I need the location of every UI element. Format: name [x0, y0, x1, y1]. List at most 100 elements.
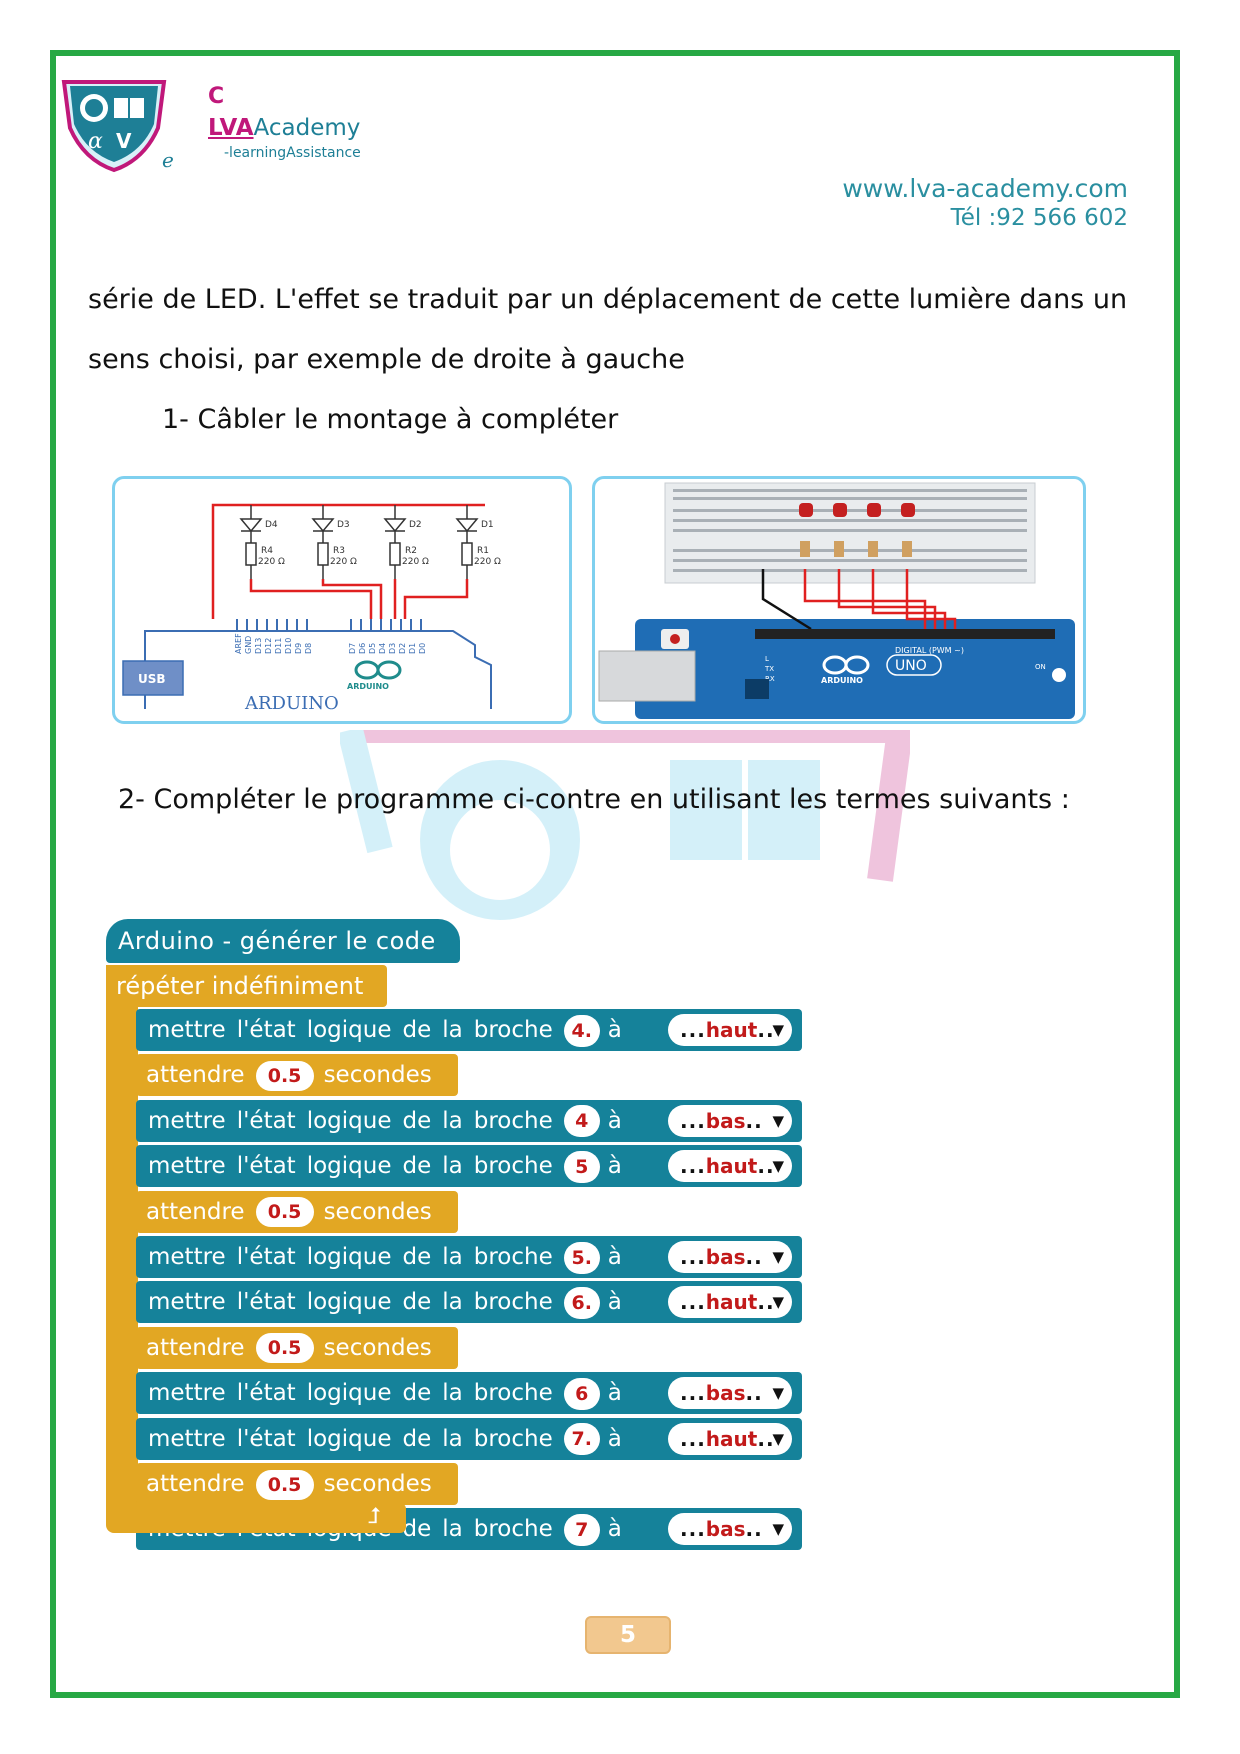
block-word: la [442, 1380, 463, 1407]
chevron-down-icon[interactable]: ▼ [772, 1248, 784, 1266]
block-word: l'état [236, 1107, 296, 1134]
block-word: la [442, 1107, 463, 1134]
chevron-down-icon[interactable]: ▼ [772, 1157, 784, 1176]
pin-number-input[interactable]: 5. [563, 1241, 600, 1274]
block-word: logique [306, 1017, 392, 1043]
block-word: secondes [323, 1334, 432, 1361]
pin-number-input[interactable]: 7 [563, 1513, 600, 1546]
pin-label: D3 [388, 643, 397, 654]
wait-block[interactable]: attendre 0.5 secondes [136, 1463, 458, 1505]
resistor-label: R2 [405, 546, 417, 556]
chevron-down-icon[interactable]: ▼ [772, 1384, 784, 1403]
pin-label: D12 [264, 638, 273, 654]
pin-number-input[interactable]: 4 [563, 1105, 600, 1138]
block-word: logique [306, 1289, 392, 1316]
on-label: ON [1035, 663, 1046, 671]
block-word: attendre [146, 1334, 245, 1361]
block-word: à [607, 1380, 622, 1407]
board-photo: DIGITAL (PWM ~) ARDUINO UNO TX RX L ON [592, 476, 1086, 724]
resistor-value: 220 Ω [402, 557, 429, 567]
watermark-logo [340, 730, 910, 920]
board-photo-svg: DIGITAL (PWM ~) ARDUINO UNO TX RX L ON [598, 482, 1075, 719]
state-dropdown[interactable]: ...bas..▼ [668, 1104, 792, 1137]
pin-label: D0 [418, 643, 427, 654]
block-word: mettre [148, 1017, 226, 1043]
chevron-down-icon[interactable]: ▼ [772, 1021, 784, 1039]
block-word: attendre [146, 1198, 245, 1225]
wait-block[interactable]: attendre 0.5 secondes [136, 1190, 458, 1233]
block-word: secondes [323, 1471, 432, 1497]
step-2-heading: 2- Compléter le programme ci-contre en u… [118, 784, 1070, 815]
state-dropdown[interactable]: ...bas..▼ [668, 1513, 792, 1546]
chevron-down-icon[interactable]: ▼ [772, 1429, 784, 1448]
schematic-diagram: D4 D3 D2 D1 R4 R3 R2 R1 220 Ω 220 Ω 220 … [112, 476, 572, 724]
block-word: broche [473, 1107, 553, 1134]
chevron-down-icon[interactable]: ▼ [772, 1111, 784, 1130]
block-word: la [442, 1153, 463, 1180]
resistor-value: 220 Ω [330, 557, 357, 567]
chevron-down-icon[interactable]: ▼ [772, 1520, 784, 1539]
wait-block[interactable]: attendre 0.5 secondes [136, 1326, 458, 1369]
seconds-input[interactable]: 0.5 [255, 1469, 314, 1500]
state-dropdown[interactable]: ...haut..▼ [668, 1286, 792, 1319]
pin-number-input[interactable]: 6. [563, 1286, 600, 1319]
state-dropdown[interactable]: ...haut..▼ [668, 1150, 792, 1183]
block-word: logique [306, 1244, 392, 1270]
chevron-down-icon[interactable]: ▼ [772, 1293, 784, 1312]
hat-block[interactable]: Arduino - générer le code [106, 919, 460, 963]
repeat-block-foot [106, 1503, 406, 1533]
block-word: l'état [236, 1244, 296, 1270]
placeholder-dots: .. [757, 1018, 775, 1042]
block-word: de [402, 1017, 432, 1043]
placeholder-dots: .. [745, 1517, 763, 1542]
state-dropdown[interactable]: ...bas..▼ [668, 1241, 792, 1273]
block-word: la [442, 1017, 463, 1043]
repeat-block-bar [106, 965, 138, 1523]
placeholder-dots: .. [757, 1426, 775, 1451]
block-word: attendre [146, 1062, 245, 1089]
placeholder-dots: ... [680, 1290, 706, 1315]
state-dropdown[interactable]: ...haut..▼ [668, 1422, 792, 1455]
pin-number-input[interactable]: 7. [563, 1423, 600, 1456]
arduino-text: ARDUINO [821, 676, 863, 685]
block-word: attendre [146, 1471, 245, 1497]
placeholder-dots: ... [680, 1426, 706, 1451]
state-dropdown[interactable]: ...bas..▼ [668, 1377, 792, 1410]
state-value: bas [705, 1245, 746, 1269]
block-word: la [442, 1516, 463, 1543]
block-word: mettre [148, 1425, 226, 1452]
block-program: Arduino - générer le code répéter indéfi… [100, 905, 820, 1585]
brand-c: C [208, 84, 225, 109]
block-word: l'état [236, 1289, 296, 1316]
resistor-label: R4 [261, 546, 273, 556]
pin-number-input[interactable]: 4. [563, 1014, 600, 1047]
website-link[interactable]: www.lva-academy.com [842, 174, 1128, 203]
block-word: de [402, 1425, 432, 1452]
phone-number: Tél :92 566 602 [950, 205, 1128, 231]
block-word: la [442, 1289, 463, 1316]
seconds-input[interactable]: 0.5 [255, 1060, 314, 1091]
seconds-input[interactable]: 0.5 [255, 1333, 314, 1364]
contact-info: www.lva-academy.com Tél :92 566 602 [842, 174, 1128, 231]
repeat-forever-block[interactable]: répéter indéfiniment [106, 965, 388, 1007]
block-word: l'état [236, 1017, 296, 1043]
state-dropdown[interactable]: ...haut..▼ [668, 1014, 792, 1046]
led-label: D4 [265, 520, 278, 530]
placeholder-dots: ... [680, 1245, 706, 1269]
arduino-logo-icon [822, 655, 870, 675]
pin-label: D10 [284, 638, 293, 654]
block-word: secondes [323, 1198, 432, 1225]
pin-number-input[interactable]: 6 [563, 1377, 600, 1410]
pin-number-input[interactable]: 5 [563, 1150, 600, 1183]
l-label: L [765, 655, 769, 663]
page-border [50, 50, 1180, 1698]
seconds-input[interactable]: 0.5 [255, 1197, 314, 1228]
